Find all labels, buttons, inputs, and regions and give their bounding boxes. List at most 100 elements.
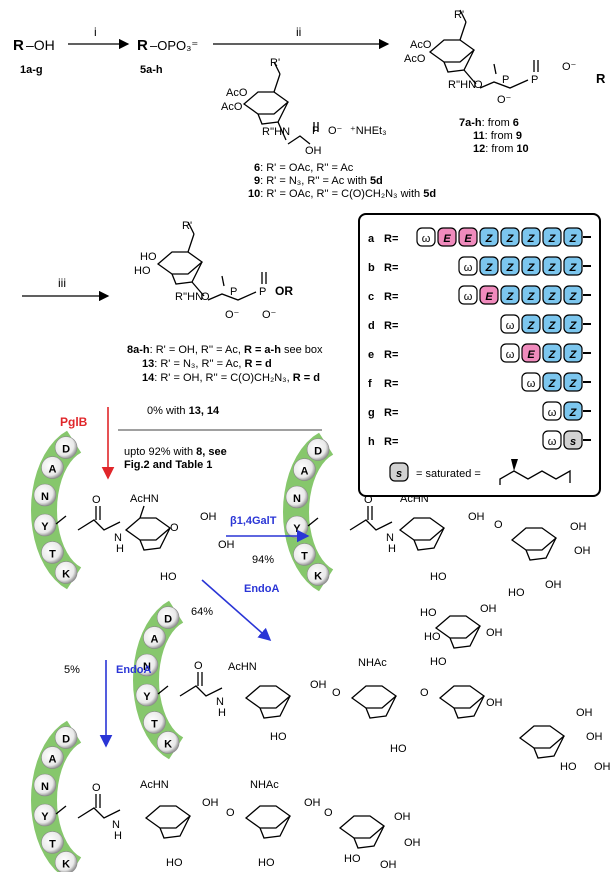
isoprene-unit-z [542,372,562,392]
residue-letter: Y [41,521,49,533]
pglb-upto-2: Fig.2 and Table 1 [124,459,212,471]
reagent-sugar [243,61,319,145]
residue-ball [306,563,330,586]
step-i-label: i [94,25,97,39]
svg-text:OH: OH [304,797,321,809]
svg-text:OH: OH [570,521,587,533]
product-om-1: O⁻ [497,94,512,106]
svg-text:O: O [201,291,210,303]
isoprene-unit-z [521,314,541,334]
product-defs: 7a-h: from 6 11: from 9 12: from 10 [459,117,529,155]
residue-letter: T [151,718,158,730]
lipid-row-letter: g [368,407,375,419]
isoprene-unit-z [542,227,562,247]
svg-text:P: P [259,286,266,298]
lipid-row-label: R= [384,291,398,303]
reagent-net3: ⁺NHEt₃ [350,125,387,137]
isoprene-letter: Z [548,291,557,303]
omega-unit [542,401,562,421]
residue-ball [143,711,166,734]
isoprene-letter: Z [485,262,494,274]
pglb-upto: upto 92% with 8, see [124,446,227,458]
glycopeptide-glcnac: O NH AcHN OH OH HO O [77,493,235,583]
svg-text:12: from 10: 12: from 10 [473,143,529,155]
glycopeptide-bottom: O NH AcHN OH HO O NHAc OH HO O OH OH OH … [77,779,421,871]
svg-text:HO: HO [390,743,407,755]
svg-text:O: O [494,519,503,531]
lipid-row-letter: b [368,262,375,274]
residue-letter: N [41,491,49,503]
lipid-row-letter: a [368,233,375,245]
endoa-64-label: EndoA [244,583,279,595]
svg-text:9: R' = N₃, R'' = Ac with 5: 9: R' = N₃, R'' = Ac with 5d [254,175,383,187]
residue-letter: T [49,548,56,560]
glycopeptide-lacnac: O NH AcHN OH HO O OH OH OH HO [349,493,591,599]
omega-unit [458,285,478,305]
isoprene-unit-z [563,343,583,363]
svg-text:14: R' = OH, R'' = C(O)CH₂N₃,: 14: R' = OH, R'' = C(O)CH₂N₃, R = d [142,372,320,384]
svg-text:6: R' = OAc, R'' = Ac: 6: R' = OAc, R'' = Ac [254,162,354,174]
product-r: R [596,71,606,86]
residue-letter: A [48,464,56,476]
isoprene-letter: Z [569,320,578,332]
saturated-legend: s= saturated = [389,459,571,485]
product-om-2: O⁻ [562,61,577,73]
ropo3-tail: –OPO₃⁼ [150,38,198,53]
residue-letter: D [62,734,70,746]
galt-yield: 94% [252,554,274,566]
isoprene-unit-z [542,285,562,305]
ropo3-r: R [137,37,148,54]
residue-ball [143,626,166,649]
product-sugar [429,9,539,89]
svg-text:7a-h: from 6: 7a-h: from 6 [459,117,519,129]
lipid-row-label: R= [384,378,398,390]
svg-text:HO: HO [166,857,183,869]
residue-letter: K [314,570,322,582]
omega-symbol: ω [464,291,473,303]
svg-text:HO: HO [160,571,177,583]
omega-symbol: ω [527,378,536,390]
isoprene-unit-z [563,314,583,334]
isoprene-letter: Z [569,349,578,361]
svg-text:NHAc: NHAc [358,657,387,669]
svg-text:AcHN: AcHN [228,661,257,673]
residue-letter: A [48,754,56,766]
isoprene-unit-z [479,227,499,247]
isoprene-letter: Z [569,378,578,390]
isoprene-letter: E [527,349,535,361]
reagent-om: O⁻ [328,125,343,137]
residue-letter: D [314,446,322,458]
svg-text:OH: OH [576,707,593,719]
svg-text:O: O [194,660,203,672]
svg-text:H: H [388,543,396,555]
sugar-om-1: O⁻ [225,309,240,321]
svg-text:H: H [116,543,124,555]
svg-text:HO: HO [258,857,275,869]
svg-text:P: P [502,74,509,86]
product-aco-2: AcO [404,53,426,65]
lipid-row-letter: d [368,320,375,332]
reagent-aco-1: AcO [226,87,248,99]
glycopeptide-high-mannose: O NH AcHN OH HO O NHAc HO O HO HO HO OH … [179,603,611,773]
svg-text:OH: OH [468,511,485,523]
ropo3-label: 5a-h [140,64,163,76]
sugar-ho-2: HO [134,265,151,277]
isoprene-unit-z [563,285,583,305]
sugar-defs: 8a-h: R' = OH, R'' = Ac, R = a-h see box… [127,344,323,384]
residue-ball [41,831,64,854]
omega-symbol: ω [506,320,515,332]
isoprene-unit-z [563,227,583,247]
lipid-row-label: R= [384,233,398,245]
isoprene-letter: E [443,233,451,245]
pglb-label: PglB [60,415,88,429]
sugar-ho-1: HO [140,251,157,263]
lipid-row-letter: e [368,349,374,361]
residue-ball [41,456,64,479]
isoprene-unit-z [500,256,520,276]
isoprene-unit-z [563,372,583,392]
lipid-row-letter: f [368,378,372,390]
residue-letter: Y [41,811,49,823]
